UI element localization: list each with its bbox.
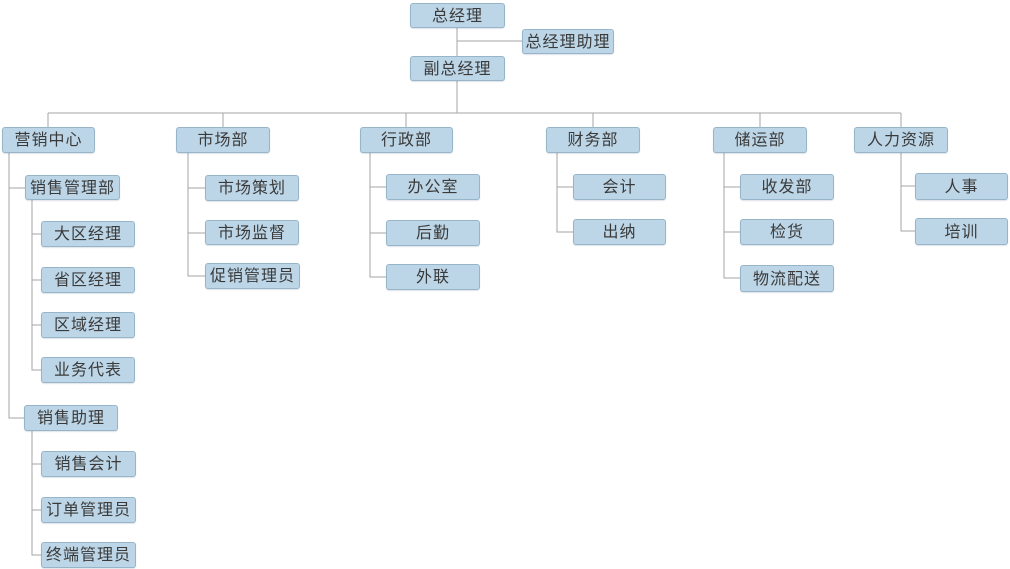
org-node-accounting: 会计	[573, 174, 666, 200]
connector-line	[556, 153, 573, 233]
org-node-market-planning: 市场策划	[205, 175, 299, 201]
connector-line	[31, 200, 41, 371]
org-node-label: 办公室	[407, 177, 459, 196]
connector-line	[8, 153, 24, 419]
org-node-logistics-support: 后勤	[386, 220, 480, 246]
org-node-label: 出纳	[602, 222, 637, 241]
org-node-label: 行政部	[380, 130, 432, 149]
org-node-label: 销售会计	[54, 454, 123, 473]
org-node-label: 大区经理	[53, 224, 122, 243]
org-node-regional-manager: 大区经理	[41, 221, 135, 247]
org-node-label: 会计	[602, 177, 637, 196]
org-node-label: 检货	[769, 222, 804, 241]
org-node-label: 副总经理	[423, 58, 492, 78]
org-node-label: 后勤	[415, 223, 450, 242]
org-node-sales-representative: 业务代表	[41, 357, 135, 383]
org-node-goods-inspection: 检货	[740, 219, 834, 245]
org-node-finance-dept: 财务部	[546, 127, 640, 153]
org-node-label: 财务部	[567, 130, 619, 149]
connector-line	[31, 431, 41, 556]
org-node-training: 培训	[915, 218, 1008, 245]
org-node-label: 市场部	[197, 130, 249, 149]
org-node-sales-assistant: 销售助理	[24, 405, 118, 431]
org-node-label: 区域经理	[53, 315, 122, 334]
org-node-storage-transport-dept: 储运部	[713, 127, 807, 153]
org-node-label: 人事	[944, 176, 979, 196]
org-node-label: 收发部	[761, 177, 813, 196]
org-node-personnel: 人事	[915, 173, 1008, 200]
org-node-label: 市场监督	[217, 222, 286, 242]
org-node-sales-accountant: 销售会计	[41, 451, 136, 477]
org-node-label: 营销中心	[14, 130, 83, 149]
org-node-label: 总经理助理	[525, 31, 611, 51]
org-node-cashier: 出纳	[573, 219, 666, 245]
org-node-label: 终端管理员	[45, 545, 131, 564]
org-node-admin-dept: 行政部	[360, 127, 453, 153]
org-node-label: 外联	[415, 267, 450, 286]
org-node-provincial-manager: 省区经理	[41, 267, 135, 293]
org-node-label: 储运部	[734, 130, 786, 149]
org-node-label: 业务代表	[53, 360, 122, 379]
org-node-label: 人力资源	[866, 130, 935, 149]
connector-line	[723, 153, 740, 279]
org-node-label: 促销管理员	[209, 266, 295, 285]
org-node-label: 订单管理员	[45, 500, 131, 519]
org-node-receiving-dispatch: 收发部	[740, 174, 834, 200]
org-node-label: 省区经理	[53, 270, 122, 289]
connector-line	[900, 153, 915, 232]
org-node-market-supervision: 市场监督	[205, 220, 299, 245]
org-node-gm-assistant: 总经理助理	[522, 29, 614, 54]
org-node-promotion-administrator: 促销管理员	[205, 263, 300, 289]
org-node-area-manager: 区域经理	[41, 312, 135, 338]
org-node-label: 物流配送	[752, 268, 821, 288]
org-node-label: 销售助理	[36, 408, 105, 427]
org-node-label: 销售管理部	[29, 177, 115, 197]
org-node-label: 培训	[944, 221, 979, 241]
org-node-hr-dept: 人力资源	[854, 127, 948, 153]
org-node-label: 总经理	[431, 5, 483, 25]
org-node-general-manager: 总经理	[410, 3, 505, 28]
org-node-sales-mgmt-dept: 销售管理部	[25, 175, 120, 200]
org-node-terminal-administrator: 终端管理员	[41, 542, 136, 568]
org-node-order-administrator: 订单管理员	[41, 497, 136, 523]
org-node-office: 办公室	[386, 174, 480, 200]
org-node-deputy-gm: 副总经理	[410, 56, 505, 81]
org-node-market-dept: 市场部	[176, 127, 270, 153]
org-node-logistics-distribution: 物流配送	[740, 265, 834, 292]
connector-line	[369, 153, 386, 278]
connector-line	[187, 153, 205, 277]
org-node-marketing-center: 营销中心	[2, 127, 95, 153]
org-node-external-liaison: 外联	[386, 264, 480, 290]
org-node-label: 市场策划	[217, 178, 286, 197]
